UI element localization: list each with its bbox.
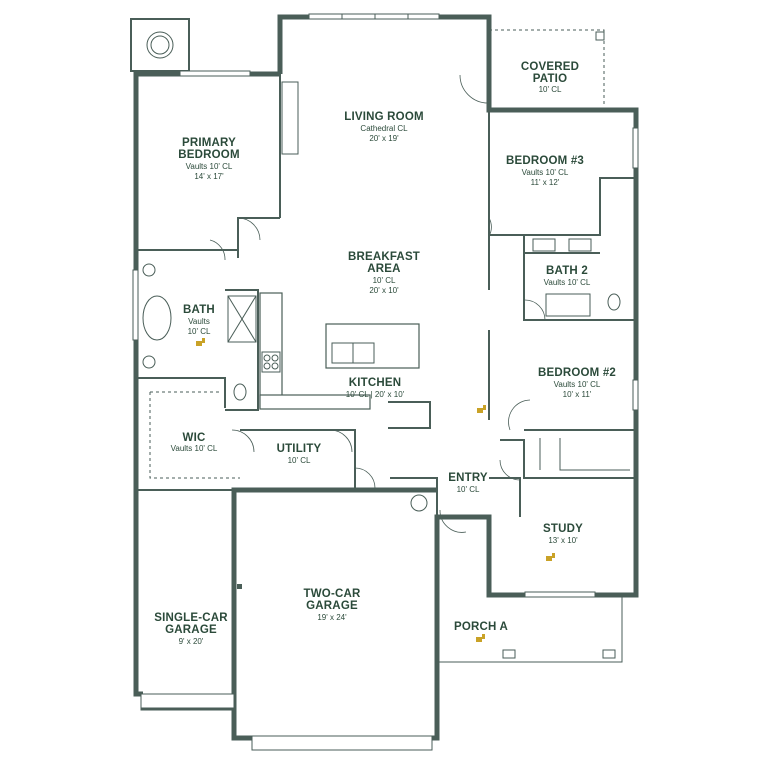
doors bbox=[209, 74, 546, 533]
wic-label: WIC bbox=[183, 432, 206, 444]
kitchen-counter-left bbox=[259, 292, 283, 409]
vent-icon bbox=[237, 584, 242, 589]
bath2-label: BATH 2 bbox=[546, 265, 588, 277]
fireplace bbox=[281, 81, 299, 155]
range-icon bbox=[261, 351, 281, 373]
utility-ceiling: 10' CL bbox=[288, 456, 311, 465]
breakfast-area-ceiling: 10' CL bbox=[373, 276, 396, 285]
water-heater-icon bbox=[410, 494, 428, 512]
accessibility-icons bbox=[196, 338, 555, 642]
single-car-garage-label-1: SINGLE-CAR bbox=[154, 612, 228, 624]
sink-icon bbox=[532, 238, 556, 252]
sink-icon bbox=[142, 355, 156, 369]
accessibility-icon bbox=[546, 553, 555, 561]
porch-column bbox=[602, 649, 616, 659]
toilet-icon bbox=[607, 293, 621, 311]
windows bbox=[132, 13, 639, 598]
primary-bedroom-label-2: BEDROOM bbox=[178, 149, 239, 161]
bath-ceiling-1: Vaults bbox=[188, 317, 210, 326]
accessibility-icon bbox=[477, 405, 486, 413]
study-label: STUDY bbox=[543, 523, 583, 535]
breakfast-area-label-1: BREAKFAST bbox=[348, 251, 420, 263]
chimney-box bbox=[130, 18, 190, 72]
sink-icon bbox=[568, 238, 592, 252]
entry-ceiling: 10' CL bbox=[457, 485, 480, 494]
kitchen-ceiling-size: 10' CL | 20' x 10' bbox=[346, 390, 405, 399]
interior-walls bbox=[136, 29, 636, 663]
bedroom3-size: 11' x 12' bbox=[531, 178, 560, 187]
tub-icon bbox=[142, 295, 172, 341]
utility-label: UTILITY bbox=[277, 443, 322, 455]
single-car-garage-label-2: GARAGE bbox=[165, 624, 217, 636]
breakfast-area-size: 20' x 10' bbox=[369, 286, 399, 295]
bedroom3-label: BEDROOM #3 bbox=[506, 155, 584, 167]
wic-ceiling: Vaults 10' CL bbox=[171, 444, 218, 453]
primary-bedroom-ceiling: Vaults 10' CL bbox=[186, 162, 233, 171]
tub-icon bbox=[545, 293, 591, 317]
garage-door-two-car bbox=[251, 735, 433, 751]
sink-icon bbox=[142, 263, 156, 277]
bath2-ceiling: Vaults 10' CL bbox=[544, 278, 591, 287]
covered-patio-label-1: COVERED bbox=[521, 61, 579, 73]
covered-patio-label-2: PATIO bbox=[533, 73, 567, 85]
bedroom2-size: 10' x 11' bbox=[563, 390, 592, 399]
bedroom2-label: BEDROOM #2 bbox=[538, 367, 616, 379]
bath-label: BATH bbox=[183, 304, 215, 316]
porch-column bbox=[502, 649, 516, 659]
kitchen-counter-bottom bbox=[259, 394, 371, 410]
single-car-garage-size: 9' x 20' bbox=[179, 637, 204, 646]
covered-patio-ceiling: 10' CL bbox=[539, 85, 562, 94]
accessibility-icon bbox=[196, 338, 205, 346]
living-room-ceiling: Cathedral CL bbox=[360, 124, 408, 133]
bedroom2-ceiling: Vaults 10' CL bbox=[554, 380, 601, 389]
two-car-garage-label-2: GARAGE bbox=[306, 600, 358, 612]
entry-label: ENTRY bbox=[448, 472, 488, 484]
two-car-garage-label-1: TWO-CAR bbox=[304, 588, 361, 600]
garage-door-single-car bbox=[140, 693, 235, 709]
bedroom3-ceiling: Vaults 10' CL bbox=[522, 168, 569, 177]
kitchen-label: KITCHEN bbox=[349, 377, 402, 389]
chimney-flue-inner bbox=[150, 35, 170, 55]
accessibility-icon bbox=[476, 634, 485, 642]
bath-ceiling-2: 10' CL bbox=[188, 327, 211, 336]
breakfast-area-label-2: AREA bbox=[367, 263, 400, 275]
study-size: 13' x 10' bbox=[548, 536, 578, 545]
primary-bedroom-label-1: PRIMARY bbox=[182, 137, 236, 149]
chimney-flue-icon bbox=[146, 31, 174, 59]
living-room-label: LIVING ROOM bbox=[344, 111, 424, 123]
toilet-icon bbox=[233, 383, 247, 401]
living-room-size: 20' x 19' bbox=[369, 134, 399, 143]
primary-bedroom-size: 14' x 17' bbox=[194, 172, 224, 181]
porch-a-label: PORCH A bbox=[454, 621, 508, 633]
room-labels: COVERED PATIO 10' CL LIVING ROOM Cathedr… bbox=[154, 61, 616, 646]
two-car-garage-size: 19' x 24' bbox=[317, 613, 347, 622]
